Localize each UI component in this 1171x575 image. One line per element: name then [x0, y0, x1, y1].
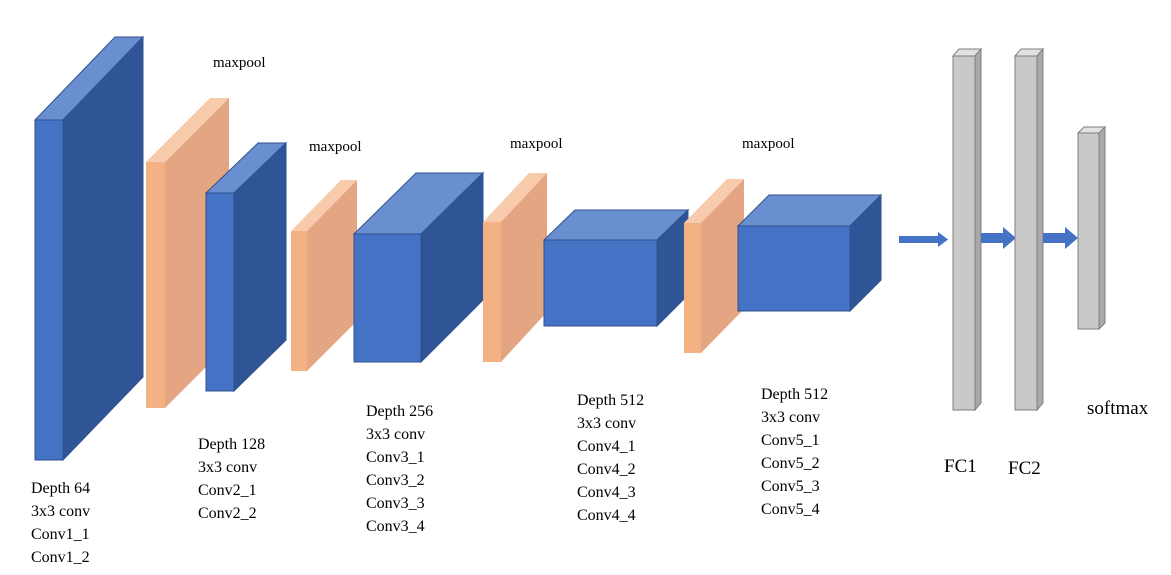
- fc1-label: FC1: [944, 456, 977, 477]
- caption-line: Conv4_3: [577, 484, 636, 501]
- caption-line: 3x3 conv: [366, 426, 426, 443]
- arrow-to-fc1-shaft: [899, 236, 939, 243]
- conv-block-2: [204, 141, 288, 393]
- caption-line: 3x3 conv: [761, 409, 821, 426]
- arrow-fc2-to-softmax-head: [1065, 227, 1078, 249]
- softmax-layer-side: [1098, 125, 1106, 331]
- maxpool-layer-3-top: [483, 173, 547, 222]
- arrow-fc2-to-softmax-shaft: [1043, 233, 1066, 243]
- caption-line: 3x3 conv: [577, 415, 637, 432]
- maxpool-layer-3-side: [501, 173, 547, 362]
- conv-block-1: [33, 35, 145, 462]
- maxpool-layer-2-front: [291, 231, 307, 371]
- softmax-label: softmax: [1087, 398, 1149, 419]
- fc1-layer: [951, 47, 983, 412]
- caption-line: Conv5_1: [761, 432, 820, 449]
- conv-block-4-front: [543, 239, 658, 327]
- maxpool-layer-4-top: [684, 179, 744, 223]
- caption-line: Depth 256: [366, 403, 434, 420]
- fc1-layer-side: [974, 47, 982, 412]
- caption-line: Conv2_2: [198, 505, 257, 522]
- caption-line: 3x3 conv: [31, 503, 91, 520]
- softmax-layer: [1076, 125, 1107, 331]
- arrow-fc2-to-softmax: [1043, 227, 1078, 249]
- maxpool-label-1: maxpool: [213, 55, 266, 71]
- conv-block-2-front: [205, 192, 235, 392]
- caption-line: Conv4_2: [577, 461, 636, 478]
- conv-block-3: [352, 171, 485, 364]
- maxpool-layer-1-front: [146, 162, 165, 408]
- maxpool-label-4: maxpool: [742, 136, 795, 152]
- caption-line: Conv3_3: [366, 495, 425, 512]
- conv-block-4: [542, 208, 690, 328]
- caption-line: Conv5_3: [761, 478, 820, 495]
- caption-line: Depth 64: [31, 480, 91, 497]
- conv-block-2-caption: Depth 128 3x3 conv Conv2_1 Conv2_2: [198, 433, 265, 525]
- arrow-to-fc1-head: [938, 232, 948, 247]
- fc2-layer-side: [1036, 47, 1044, 412]
- maxpool-layer-2-side: [307, 180, 357, 371]
- fc1-layer-front: [952, 55, 976, 411]
- caption-line: Depth 512: [577, 392, 645, 409]
- caption-line: Conv1_2: [31, 549, 90, 566]
- caption-line: Conv5_2: [761, 455, 820, 472]
- caption-line: Conv3_4: [366, 518, 425, 535]
- maxpool-layer-2: [291, 180, 357, 371]
- caption-line: Depth 512: [761, 386, 829, 403]
- fc2-layer-front: [1014, 55, 1038, 411]
- conv-block-5-front: [737, 225, 851, 312]
- maxpool-label-3: maxpool: [510, 136, 563, 152]
- fc2-label: FC2: [1008, 458, 1041, 479]
- caption-line: 3x3 conv: [198, 459, 258, 476]
- caption-line: Conv5_4: [761, 501, 820, 518]
- caption-line: Depth 128: [198, 436, 266, 453]
- maxpool-layer-4-front: [684, 223, 701, 353]
- maxpool-layer-1-top: [146, 98, 229, 162]
- caption-line: Conv4_1: [577, 438, 636, 455]
- caption-line: Conv3_2: [366, 472, 425, 489]
- maxpool-layer-2-top: [291, 180, 357, 231]
- conv-block-5-caption: Depth 512 3x3 conv Conv5_1 Conv5_2 Conv5…: [761, 383, 828, 521]
- caption-line: Conv4_4: [577, 507, 636, 524]
- conv-block-1-caption: Depth 64 3x3 conv Conv1_1 Conv1_2: [31, 477, 90, 569]
- maxpool-layer-4-side: [701, 179, 744, 353]
- fc2-layer: [1013, 47, 1045, 412]
- conv-block-5: [736, 193, 883, 313]
- arrow-to-fc1: [899, 232, 948, 247]
- conv-block-4-caption: Depth 512 3x3 conv Conv4_1 Conv4_2 Conv4…: [577, 389, 644, 527]
- softmax-layer-front: [1077, 132, 1100, 330]
- conv-block-1-front: [34, 119, 64, 461]
- conv-block-3-front: [353, 233, 422, 363]
- arrow-fc1-to-fc2-shaft: [981, 233, 1004, 243]
- maxpool-layer-3-front: [483, 222, 501, 362]
- arrow-fc1-to-fc2: [981, 227, 1016, 249]
- maxpool-layer-3: [483, 173, 547, 362]
- maxpool-label-2: maxpool: [309, 139, 362, 155]
- caption-line: Conv1_1: [31, 526, 90, 543]
- arrow-fc1-to-fc2-head: [1003, 227, 1016, 249]
- caption-line: Conv3_1: [366, 449, 425, 466]
- conv-block-3-caption: Depth 256 3x3 conv Conv3_1 Conv3_2 Conv3…: [366, 400, 433, 538]
- maxpool-layer-4: [684, 179, 744, 353]
- caption-line: Conv2_1: [198, 482, 257, 499]
